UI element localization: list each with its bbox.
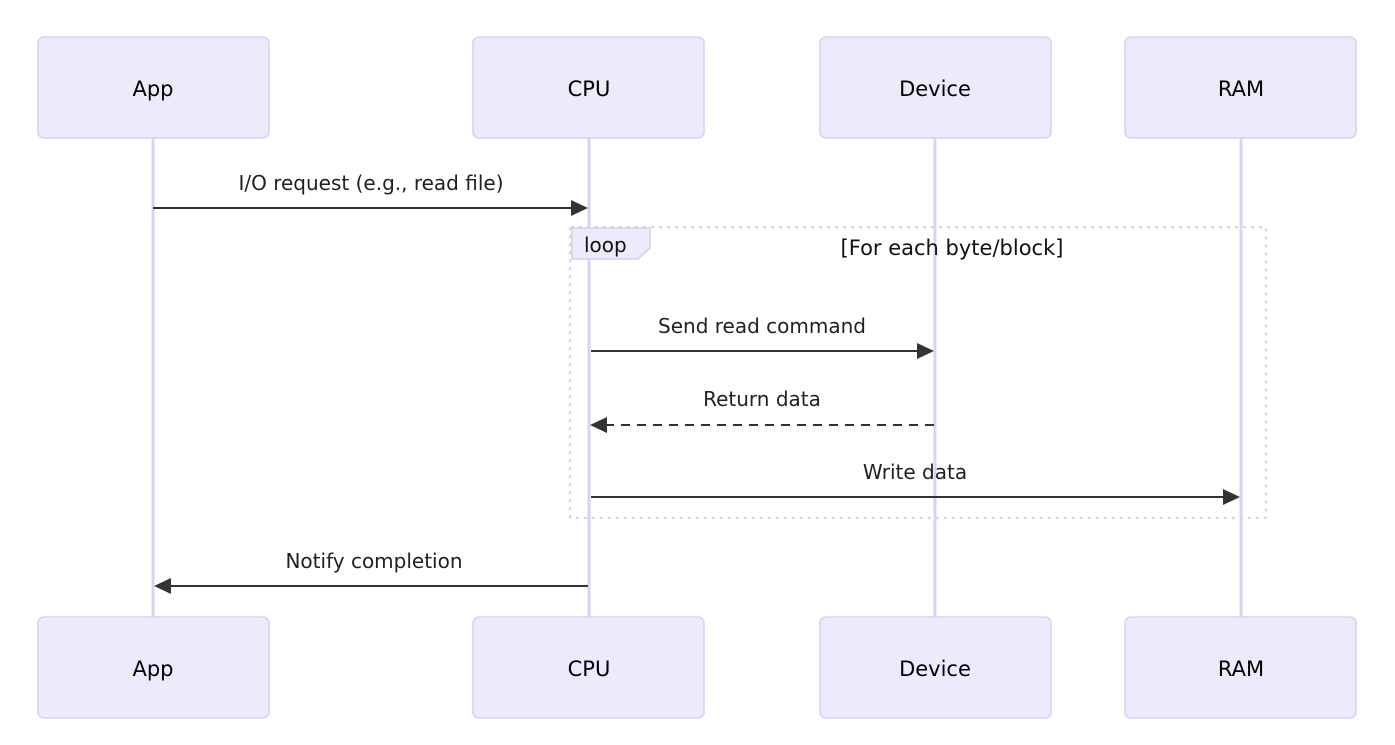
message-arrowhead-write-data [1223,489,1240,505]
message-arrowhead-return-data [590,417,607,433]
message-label-send-read-command: Send read command [658,314,866,338]
participants-top: App CPU Device RAM [37,36,1357,139]
loop-tab-shape [571,227,651,260]
message-arrowhead-send-read-command [917,343,934,359]
message-label-io-request: I/O request (e.g., read file) [238,171,503,195]
participant-label-bottom-ram: RAM [1218,657,1264,681]
participant-box-device[interactable] [819,36,1052,139]
message-arrowhead-io-request [571,200,588,216]
message-return-data[interactable]: Return data [590,387,934,433]
participant-box-app[interactable] [37,36,270,139]
message-arrowhead-notify-completion [154,578,171,594]
participant-bottom-cpu[interactable]: CPU [472,616,705,719]
participant-label-device: Device [899,77,971,101]
participant-bottom-ram[interactable]: RAM [1124,616,1357,719]
participant-box-bottom-app[interactable] [37,616,270,719]
message-write-data[interactable]: Write data [591,460,1240,505]
participant-top-device[interactable]: Device [819,36,1052,139]
participant-label-app: App [132,77,173,101]
message-label-return-data: Return data [703,387,821,411]
participant-box-bottom-cpu[interactable] [472,616,705,719]
loop-fragment: loop [For each byte/block] [568,225,1268,520]
participant-box-bottom-device[interactable] [819,616,1052,719]
participants-bottom: App CPU Device RAM [37,616,1357,719]
participant-label-bottom-cpu: CPU [568,657,611,681]
participant-label-ram: RAM [1218,77,1264,101]
participant-top-cpu[interactable]: CPU [472,36,705,139]
message-io-request[interactable]: I/O request (e.g., read file) [153,171,588,216]
message-label-write-data: Write data [863,460,967,484]
participant-top-app[interactable]: App [37,36,270,139]
participant-box-cpu[interactable] [472,36,705,139]
participant-bottom-app[interactable]: App [37,616,270,719]
participant-box-ram[interactable] [1124,36,1357,139]
participant-top-ram[interactable]: RAM [1124,36,1357,139]
participant-label-bottom-device: Device [899,657,971,681]
participant-label-bottom-app: App [132,657,173,681]
lifelines [151,138,1243,618]
participant-bottom-device[interactable]: Device [819,616,1052,719]
loop-condition-label: [For each byte/block] [841,236,1064,260]
participant-label-cpu: CPU [568,77,611,101]
loop-frame [568,225,1268,520]
message-send-read-command[interactable]: Send read command [591,314,934,359]
loop-keyword-label: loop [584,233,627,257]
message-label-notify-completion: Notify completion [285,549,462,573]
messages: I/O request (e.g., read file) Send read … [153,171,1240,594]
participant-box-bottom-ram[interactable] [1124,616,1357,719]
message-notify-completion[interactable]: Notify completion [154,549,588,594]
